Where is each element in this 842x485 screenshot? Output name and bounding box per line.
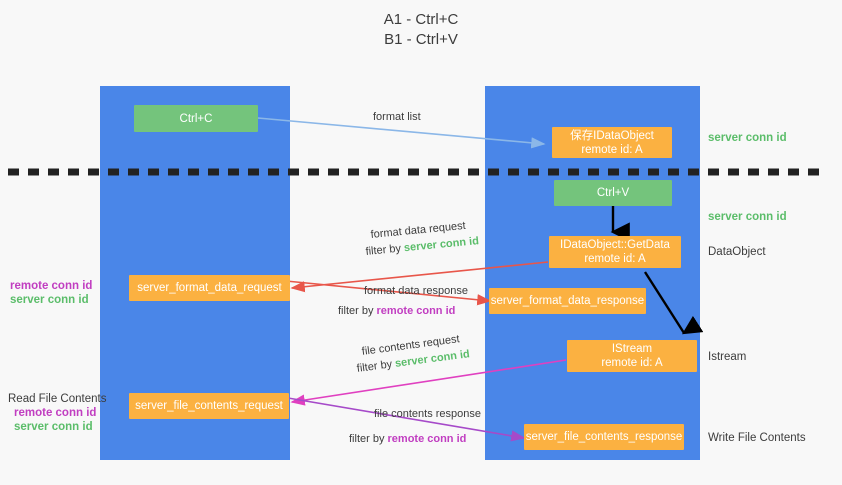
edge-label-format-data-response: format data response: [364, 285, 468, 297]
node-save-idataobject-line2: remote id: A: [581, 143, 643, 156]
node-save-idataobject[interactable]: 保存IDataObject remote id: A: [552, 127, 672, 158]
node-server-file-contents-response[interactable]: server_file_contents_response: [524, 424, 684, 450]
edge-label-format-data-request-filter-prefix: filter by: [365, 242, 405, 258]
node-ctrl-c[interactable]: Ctrl+C: [134, 105, 258, 132]
node-ctrl-v-line1: Ctrl+V: [596, 187, 630, 199]
node-server-format-data-response-line1: server_format_data_response: [490, 295, 645, 307]
edge-label-format-data-response-filter: filter by remote conn id: [338, 304, 455, 319]
edge-label-file-contents-response-filter-highlight: remote conn id: [387, 433, 467, 445]
node-getdata[interactable]: IDataObject::GetData remote id: A: [549, 236, 681, 268]
node-ctrl-v[interactable]: Ctrl+V: [554, 180, 672, 206]
node-save-idataobject-line1: 保存IDataObject: [570, 129, 654, 142]
edge-label-file-contents-request-filter-prefix: filter by: [356, 357, 396, 375]
left-label-server-conn-id-bottom: server conn id: [14, 421, 93, 433]
edge-label-format-list: format list: [373, 111, 421, 123]
right-label-istream: Istream: [708, 351, 747, 363]
node-server-format-data-request-line1: server_format_data_request: [137, 282, 282, 294]
node-server-file-contents-request-line1: server_file_contents_request: [135, 400, 283, 412]
right-label-dataobject: DataObject: [708, 246, 766, 258]
node-server-format-data-response[interactable]: server_format_data_response: [489, 288, 646, 314]
node-server-file-contents-response-line1: server_file_contents_response: [525, 431, 683, 443]
node-getdata-line1: IDataObject::GetData: [560, 239, 670, 251]
right-label-write-file-contents: Write File Contents: [708, 432, 806, 444]
left-label-remote-conn-id-middle: remote conn id: [10, 280, 93, 292]
left-label-read-file-contents-heading: Read File Contents: [8, 393, 107, 405]
edge-label-file-contents-response-filter-prefix: filter by: [349, 433, 388, 445]
node-server-format-data-request[interactable]: server_format_data_request: [129, 275, 290, 301]
right-label-server-conn-id-top: server conn id: [708, 132, 787, 144]
edge-label-file-contents-response: file contents response: [374, 408, 482, 420]
left-label-read-file-contents: Read File Contents remote conn id server…: [8, 392, 106, 434]
node-istream[interactable]: IStream remote id: A: [567, 340, 697, 372]
left-label-remote-conn-id-bottom: remote conn id: [14, 407, 97, 419]
page-title: A1 - Ctrl+C B1 - Ctrl+V: [383, 11, 459, 48]
node-server-file-contents-request[interactable]: server_file_contents_request: [129, 393, 289, 419]
node-ctrl-c-line1: Ctrl+C: [179, 112, 213, 125]
node-istream-line1: IStream: [611, 343, 653, 355]
edge-label-format-data-response-filter-highlight: remote conn id: [376, 305, 456, 317]
left-label-conn-ids-middle: remote conn id server conn id: [10, 279, 92, 307]
edge-label-file-contents-response-filter: filter by remote conn id: [349, 432, 466, 447]
node-istream-line2: remote id: A: [601, 357, 663, 369]
node-getdata-line2: remote id: A: [584, 253, 646, 265]
left-label-server-conn-id-middle: server conn id: [10, 294, 89, 306]
right-label-server-conn-id-second: server conn id: [708, 211, 787, 223]
edge-label-format-data-response-filter-prefix: filter by: [338, 305, 377, 317]
